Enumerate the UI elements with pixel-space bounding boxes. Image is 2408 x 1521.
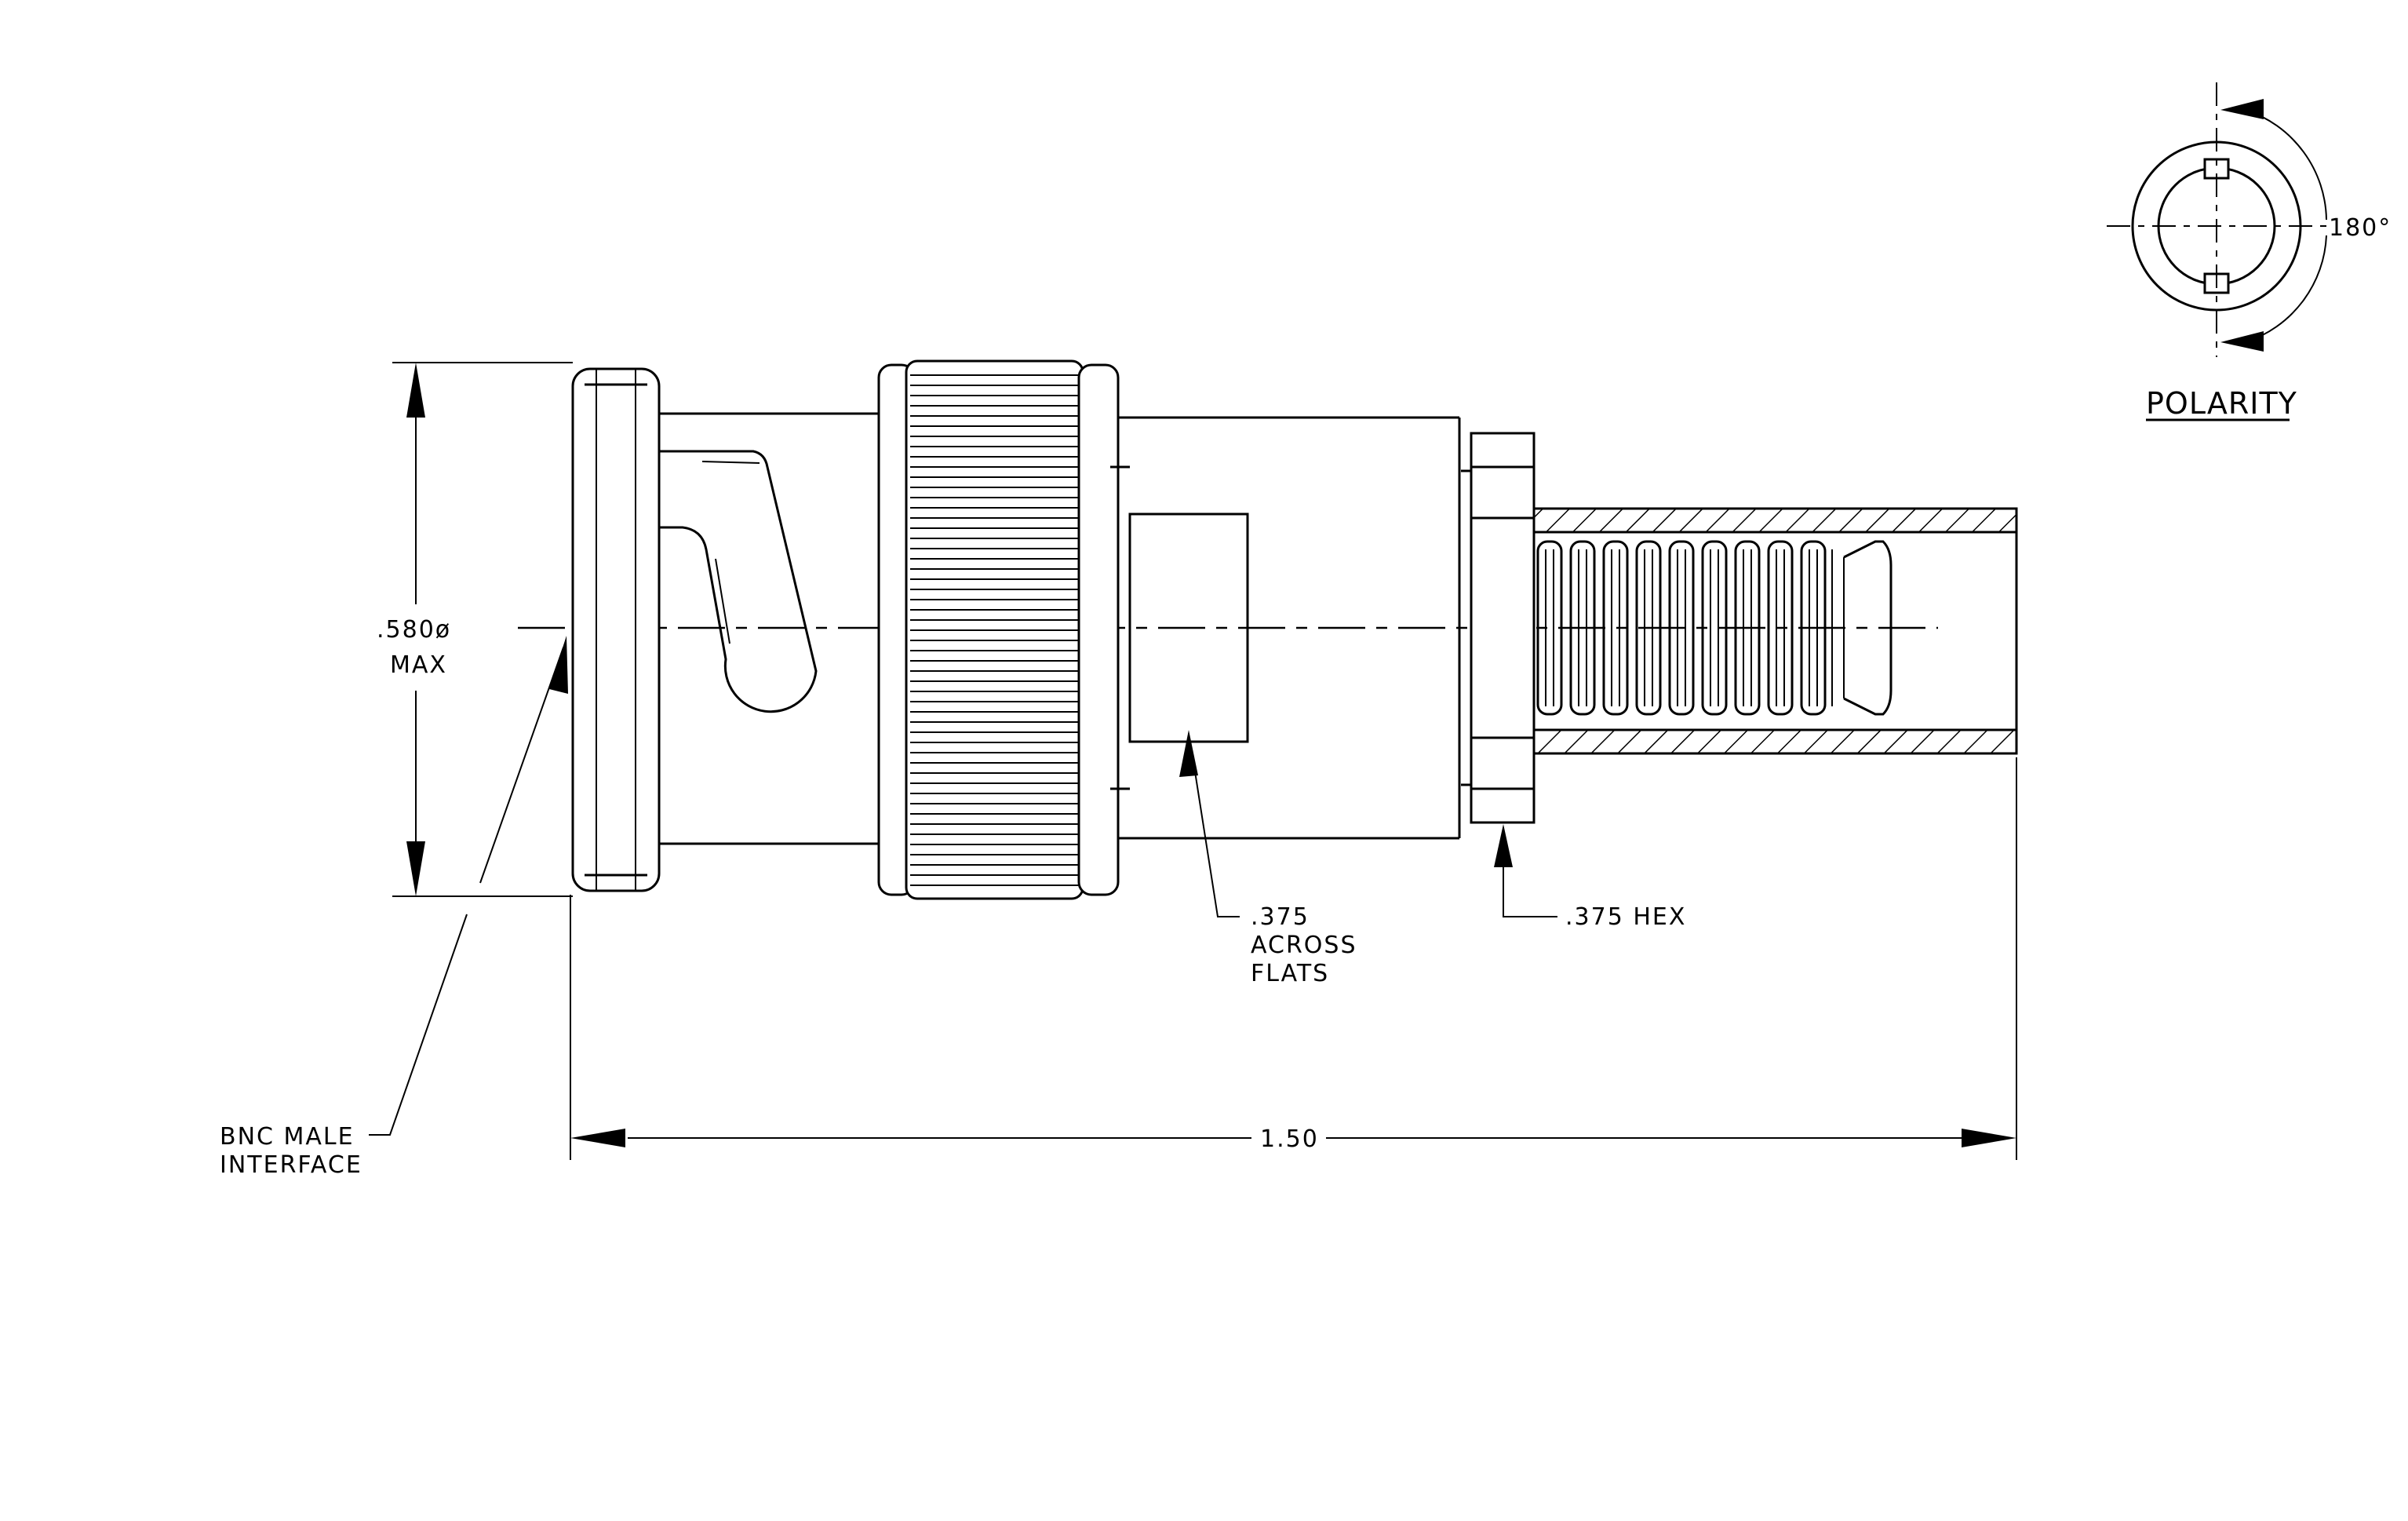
thread-groove <box>1734 540 1761 716</box>
coupling-nut <box>877 359 1120 900</box>
diameter-note-label: MAX <box>390 651 447 679</box>
thread-groove <box>1800 540 1827 716</box>
diameter-value-label: .580ø <box>377 616 451 644</box>
thread-groove <box>1767 540 1794 716</box>
overall-length-label: 1.50 <box>1260 1125 1319 1153</box>
hex-note-label: .375 HEX <box>1565 903 1686 931</box>
polarity-title: POLARITY <box>2146 386 2297 421</box>
length-dimension: 1.50 <box>570 757 2017 1160</box>
across-flats-line1-label: ACROSS <box>1251 932 1357 959</box>
thread-groove <box>1668 540 1695 716</box>
sleeve-section <box>1532 507 2018 755</box>
thread-groove <box>1701 540 1728 716</box>
polarity-detail: 180° POLARITY <box>2107 82 2392 421</box>
knurl-lines <box>910 374 1080 886</box>
thread-groove <box>1569 540 1596 716</box>
bnc-front-ring <box>571 367 661 892</box>
hex-leader: .375 HEX <box>1494 824 1686 931</box>
hex-nut <box>1461 432 1536 824</box>
diameter-dimension: .580ø MAX <box>377 362 573 897</box>
thread-grooves <box>1536 540 1827 716</box>
interface-line2-label: INTERFACE <box>220 1151 362 1179</box>
across-flats-leader: .375 ACROSS FLATS <box>1179 730 1357 987</box>
interface-leader: BNC MALE INTERFACE <box>220 636 568 1179</box>
thread-groove <box>1536 540 1563 716</box>
interface-line1-label: BNC MALE <box>220 1123 355 1151</box>
across-flats-value-label: .375 <box>1251 903 1310 931</box>
thread-groove <box>1602 540 1629 716</box>
thread-groove <box>1635 540 1662 716</box>
across-flats-line2-label: FLATS <box>1251 960 1329 987</box>
polarity-angle-label: 180° <box>2329 214 2392 242</box>
bayonet-body <box>659 412 879 845</box>
